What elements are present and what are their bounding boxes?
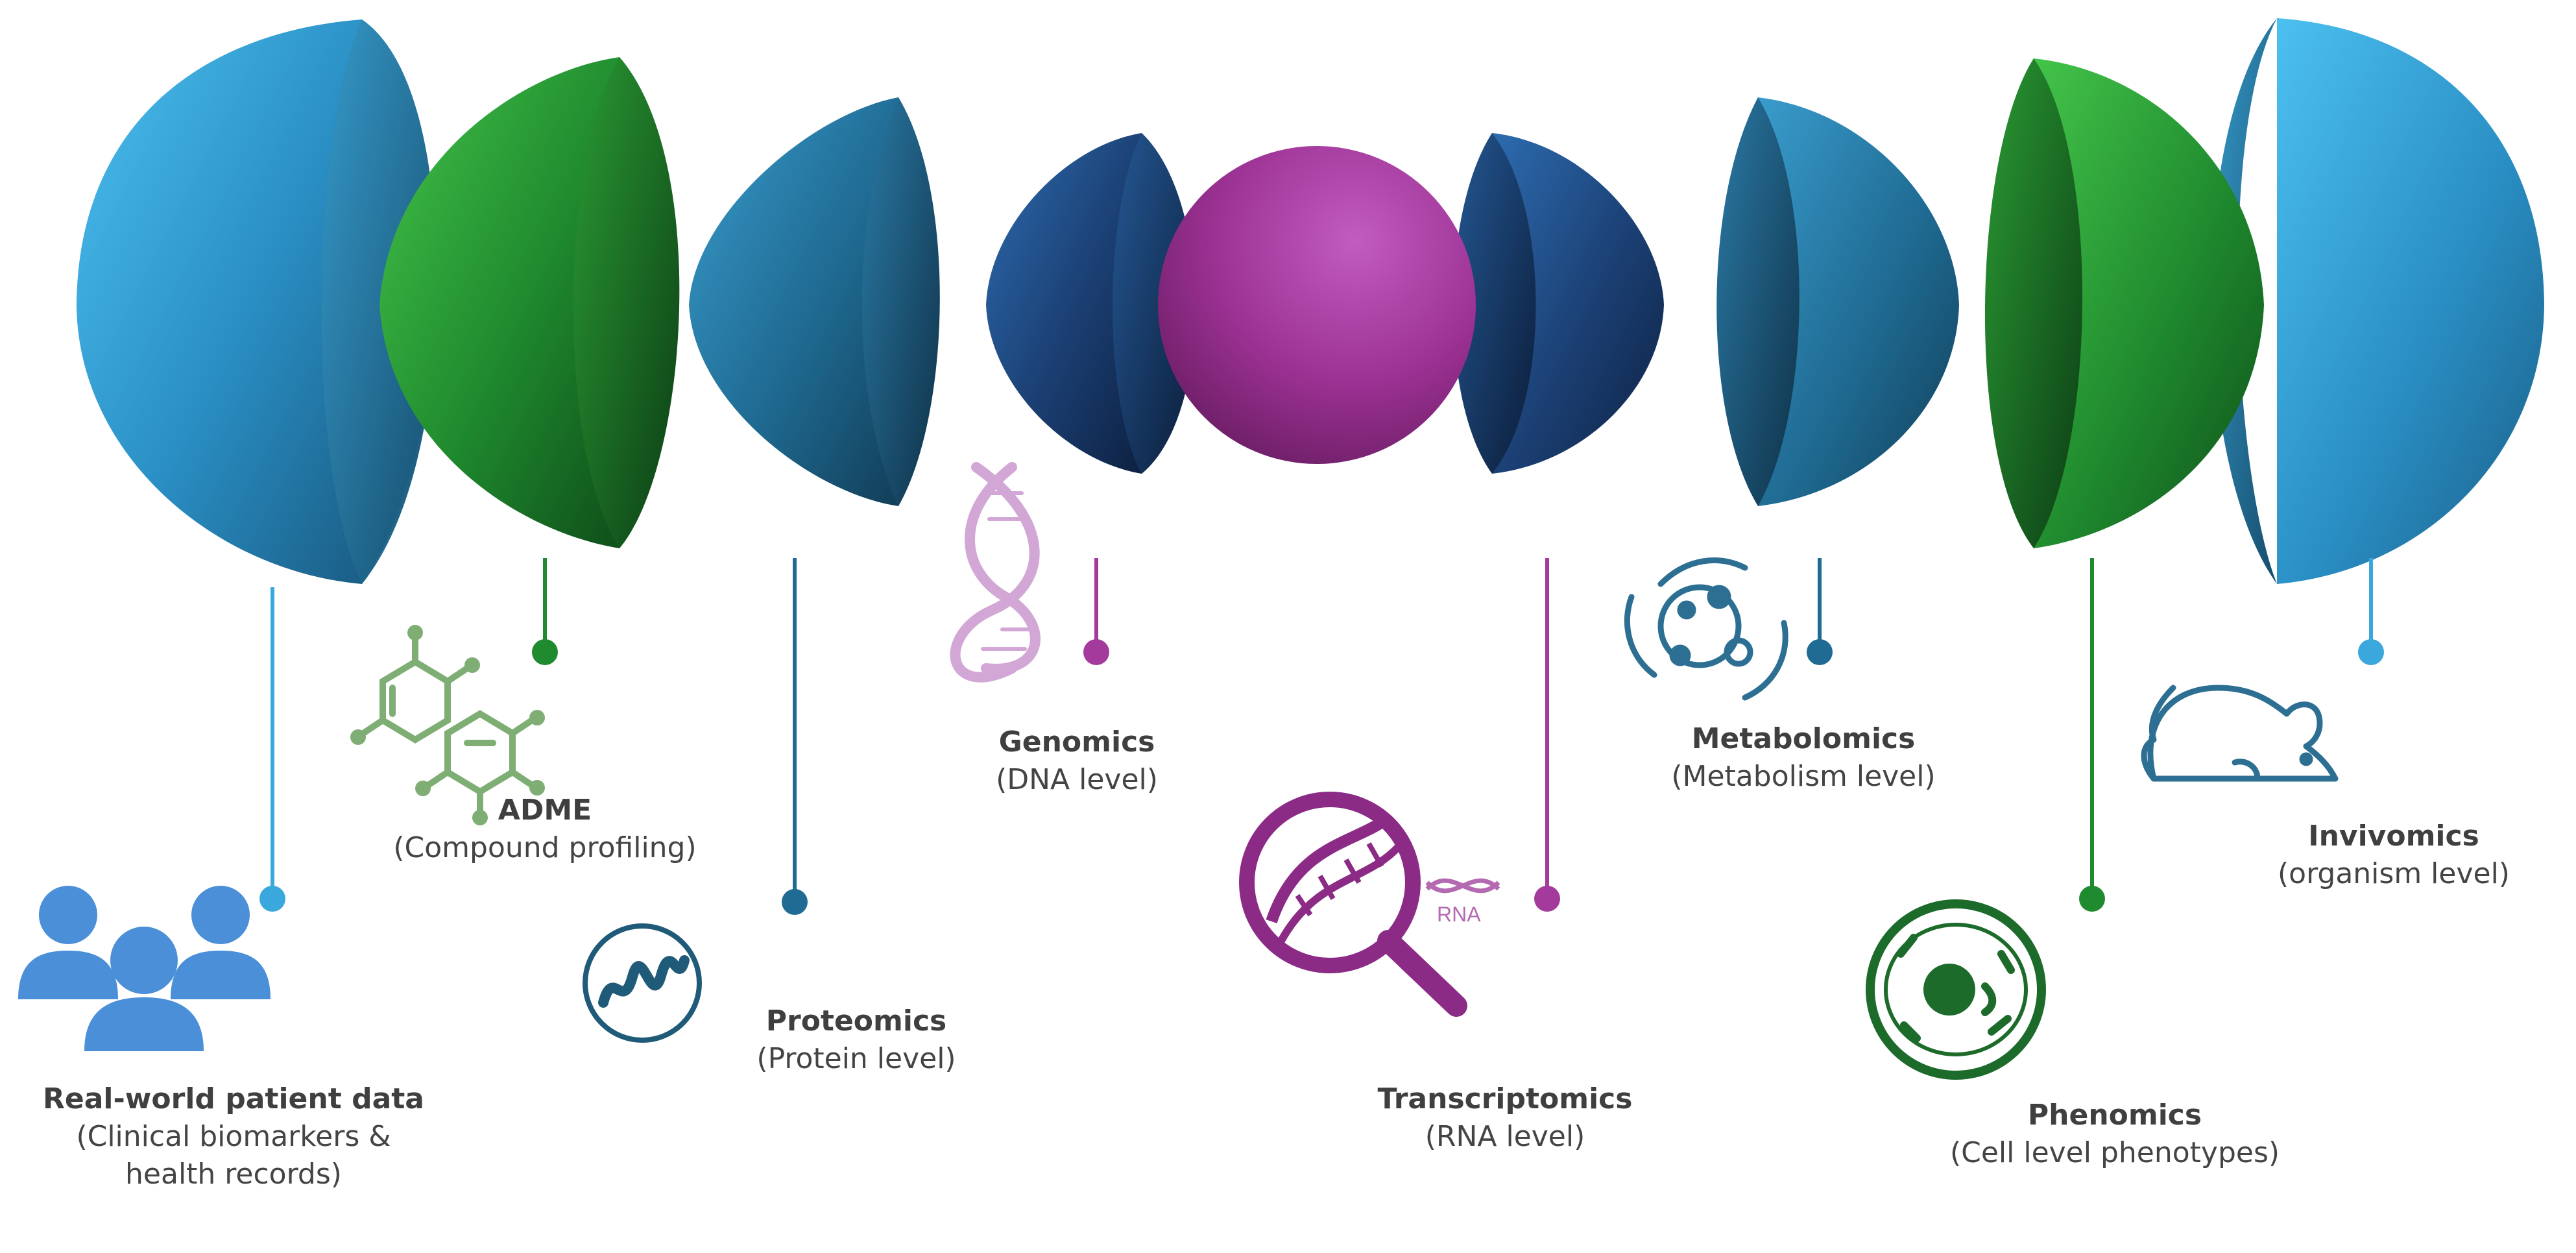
lens-proteomics xyxy=(689,97,940,506)
label-adme: ADME (Compound profiling) xyxy=(344,792,746,867)
label-transcriptomics-subtitle: (RNA level) xyxy=(1425,1120,1585,1154)
label-rwd-title: Real-world patient data xyxy=(43,1082,424,1115)
molecule-structure-icon xyxy=(350,625,545,825)
label-phenomics: Phenomics (Cell level phenotypes) xyxy=(1907,1097,2322,1172)
connector-dot-invivomics xyxy=(2358,639,2384,665)
label-metabolomics-subtitle: (Metabolism level) xyxy=(1671,760,1936,794)
label-rwd-subtitle: (Clinical biomarkers & xyxy=(76,1120,391,1154)
label-invivomics-title: Invivomics xyxy=(2308,820,2479,853)
label-genomics: Genomics (DNA level) xyxy=(921,724,1233,799)
label-transcriptomics-title: Transcriptomics xyxy=(1377,1082,1633,1115)
people-group-icon xyxy=(18,886,271,1051)
connector-dot-genomics xyxy=(1083,639,1109,665)
protein-helix-icon xyxy=(583,923,702,1043)
label-rwd-subtitle2: health records) xyxy=(125,1158,342,1191)
label-adme-title: ADME xyxy=(498,794,592,827)
mouse-icon xyxy=(2141,685,2339,782)
rna-magnifier-icon: RNA xyxy=(1239,792,1500,1017)
label-proteomics-title: Proteomics xyxy=(765,1004,947,1038)
lens-phenomics xyxy=(1984,58,2264,548)
lens-rwd xyxy=(77,19,437,584)
connector-dot-proteomics xyxy=(782,889,808,915)
lens-adme xyxy=(379,57,680,548)
connector-dot-metabolomics xyxy=(1807,639,1833,665)
metabolism-cycle-icon xyxy=(1624,557,1788,701)
connectors xyxy=(259,558,2384,915)
label-metabolomics-title: Metabolomics xyxy=(1691,722,1916,755)
lens-metabolomics xyxy=(1716,97,1959,506)
label-proteomics: Proteomics (Protein level) xyxy=(701,1003,1012,1078)
lens-row xyxy=(77,18,2544,584)
cell-icon xyxy=(1866,899,2046,1080)
label-phenomics-title: Phenomics xyxy=(2027,1099,2202,1132)
label-invivomics-subtitle: (organism level) xyxy=(2278,857,2510,891)
label-genomics-title: Genomics xyxy=(998,725,1155,759)
rna-icon-label: RNA xyxy=(1437,903,1481,926)
connector-dot-transcriptomics xyxy=(1534,886,1560,912)
label-invivomics: Invivomics (organism level) xyxy=(2219,818,2569,893)
label-phenomics-subtitle: (Cell level phenotypes) xyxy=(1949,1136,2280,1170)
label-metabolomics: Metabolomics (Metabolism level) xyxy=(1622,720,1985,796)
lens-genomics xyxy=(986,133,1196,474)
label-proteomics-subtitle: (Protein level) xyxy=(756,1042,956,1076)
center-sphere xyxy=(1158,146,1476,464)
label-transcriptomics: Transcriptomics (RNA level) xyxy=(1323,1080,1687,1156)
label-adme-subtitle: (Compound profiling) xyxy=(393,831,697,865)
connector-dot-rwd xyxy=(259,886,285,912)
lens-transcriptomics xyxy=(1453,133,1664,474)
connector-dot-adme xyxy=(532,639,558,665)
lens-invivomics xyxy=(2211,18,2544,584)
label-rwd: Real-world patient data (Clinical biomar… xyxy=(0,1080,467,1193)
dna-helix-icon xyxy=(950,462,1041,683)
connector-dot-phenomics xyxy=(2079,886,2105,912)
label-genomics-subtitle: (DNA level) xyxy=(996,763,1158,797)
